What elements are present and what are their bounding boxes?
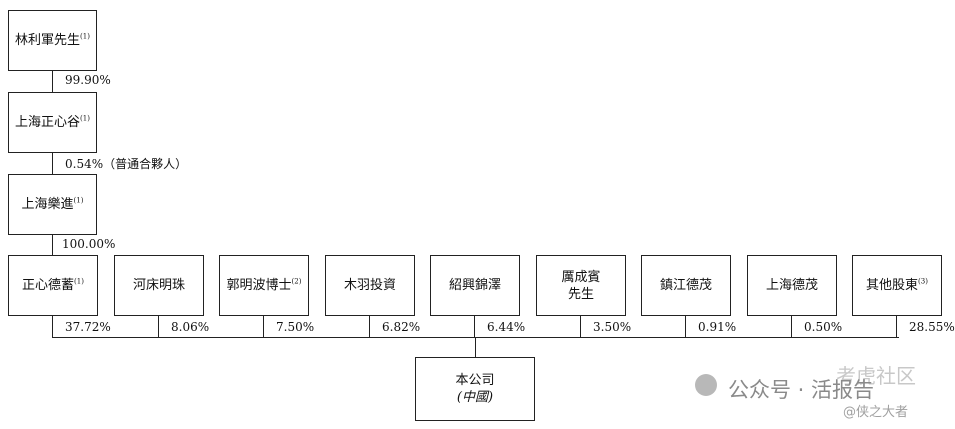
shareholder-name: 郭明波博士 [226, 278, 292, 293]
shareholder-box: 木羽投資 [325, 255, 415, 316]
holder-name: 林利軍先生 [15, 33, 81, 48]
holder-box-shanghai-zhengxingu: 上海正心谷(1) [8, 92, 97, 153]
connector-line [158, 316, 159, 337]
holder-box-lin-lijun: 林利軍先生(1) [8, 10, 97, 71]
connector-line [791, 316, 792, 337]
ownership-percentage: 3.50% [593, 320, 632, 334]
footnote-mark: (2) [291, 277, 302, 286]
footnote-mark: (1) [73, 196, 84, 205]
footnote-mark: (1) [80, 32, 90, 41]
connector-line [475, 337, 476, 357]
ownership-percentage: 99.90% [65, 73, 111, 87]
connector-line [474, 316, 475, 337]
shareholder-label: 河床明珠 [133, 277, 185, 294]
connector-line [52, 153, 53, 174]
shareholder-label: 正心德蓄(1) [22, 277, 84, 294]
footnote-mark: (3) [918, 277, 928, 286]
wechat-icon [695, 374, 717, 396]
shareholder-label: 鎮江德茂 [660, 277, 712, 294]
shareholder-label: 郭明波博士(2) [227, 277, 302, 294]
ownership-percentage: 6.44% [487, 320, 526, 334]
watermark-account: 公众号 · 活报告 [728, 378, 875, 402]
shareholder-box: 郭明波博士(2) [219, 255, 309, 316]
company-name: 本公司 [455, 373, 495, 388]
shareholder-name: 正心德蓄 [22, 278, 75, 293]
shareholder-box: 正心德蓄(1) [8, 255, 98, 316]
connector-line [685, 316, 686, 337]
watermark-author: @侠之大者 [843, 405, 909, 420]
ownership-percentage: 0.91% [698, 320, 737, 334]
watermark-site: 考虎社区 [836, 364, 916, 388]
footnote-mark: (1) [80, 114, 90, 123]
ownership-percentage: 100.00% [62, 237, 116, 251]
shareholder-box: 厲成賓 先生 [536, 255, 626, 316]
ownership-percentage: 0.54%（普通合夥人） [65, 157, 188, 171]
shareholder-label: 紹興錦澤 [449, 277, 501, 294]
connector-line [263, 316, 264, 337]
shareholder-box: 其他股東(3) [852, 255, 942, 316]
connector-line [52, 316, 53, 337]
shareholder-name: 木羽投資 [343, 278, 396, 293]
shareholder-box: 紹興錦澤 [430, 255, 520, 316]
shareholder-box: 上海德茂 [747, 255, 837, 316]
company-jurisdiction: (中國) [456, 390, 494, 405]
shareholder-box: 河床明珠 [114, 255, 204, 316]
connector-line [52, 235, 53, 255]
connector-line [580, 316, 581, 337]
connector-line [52, 71, 53, 92]
shareholder-name: 厲成賓 先生 [561, 269, 601, 302]
shareholder-name: 河床明珠 [132, 278, 185, 293]
ownership-percentage: 0.50% [804, 320, 843, 334]
shareholder-label: 上海德茂 [766, 277, 818, 294]
shareholder-name: 鎮江德茂 [659, 278, 712, 293]
holder-box-shanghai-lejin: 上海樂進(1) [8, 174, 97, 235]
company-box: 本公司 (中國) [415, 357, 535, 421]
connector-line [369, 316, 370, 337]
ownership-percentage: 28.55% [909, 320, 955, 334]
shareholder-name: 紹興錦澤 [448, 278, 501, 293]
shareholder-label: 其他股東(3) [866, 277, 928, 294]
holder-name: 上海正心谷 [15, 115, 81, 130]
shareholder-label: 厲成賓 先生 [561, 269, 600, 303]
ownership-percentage: 6.82% [382, 320, 421, 334]
ownership-percentage: 8.06% [171, 320, 210, 334]
ownership-percentage: 37.72% [65, 320, 111, 334]
ownership-percentage: 7.50% [276, 320, 315, 334]
holder-name: 上海樂進 [21, 197, 74, 212]
shareholder-name: 其他股東 [866, 278, 919, 293]
shareholder-name: 上海德茂 [765, 278, 818, 293]
footnote-mark: (1) [74, 277, 84, 286]
connector-line [896, 316, 897, 337]
shareholder-label: 木羽投資 [344, 277, 396, 294]
shareholder-box: 鎮江德茂 [641, 255, 731, 316]
